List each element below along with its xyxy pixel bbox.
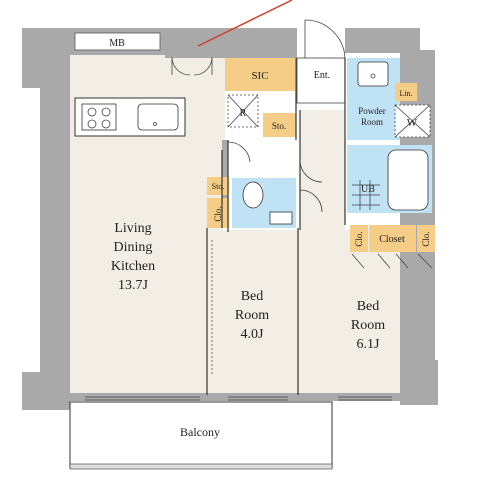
closet-doors [351, 253, 433, 269]
partition-lines [206, 58, 346, 395]
window-bed2 [338, 396, 392, 401]
window-ldk [85, 396, 200, 401]
wall-left-lower [22, 372, 70, 410]
burner-2 [101, 107, 111, 117]
linen-storage [395, 83, 417, 101]
mb-label: MB [109, 38, 125, 49]
orientation-line [197, 0, 293, 47]
closet-left-label: Clo. [354, 231, 364, 246]
mb-box [74, 32, 161, 51]
toilet-sink [269, 211, 293, 225]
balcony-area [69, 401, 333, 469]
entry-door-arc [304, 19, 346, 59]
burner-3 [87, 119, 97, 129]
bedroom-1-label-line1: Bed [241, 289, 264, 304]
storage-top [263, 113, 296, 137]
washer-cross [394, 104, 431, 138]
wall-right-lower [400, 360, 438, 405]
bath-tile-grid [352, 180, 380, 210]
storage-mid [207, 177, 229, 195]
burner-1 [87, 107, 97, 117]
basin-drain [370, 73, 376, 79]
wall-right [400, 50, 435, 395]
entrance-floor [296, 57, 346, 104]
closet-left [350, 225, 368, 252]
refrigerator-cross [227, 94, 259, 128]
storage-mid-label: Sto. [212, 182, 225, 191]
bedroom-1-label-line2: Room [235, 308, 269, 323]
ldk-label-line1: Living [114, 221, 151, 236]
entrance-door [171, 56, 213, 76]
refrigerator-label: R [240, 108, 247, 119]
window-bed1 [228, 396, 288, 401]
bedroom-2-label-line2: Room [351, 318, 385, 333]
sink-drain [153, 122, 157, 126]
closet-right [417, 225, 435, 252]
closet-center-label: Closet [379, 234, 405, 245]
toilet-bowl [242, 181, 264, 209]
powder-room-label-2: Room [361, 117, 383, 127]
closet-bed1-label: Clo. [213, 206, 223, 221]
balcony-rail [69, 463, 333, 470]
stove [81, 103, 117, 131]
ldk-label-line3: Kitchen [111, 259, 155, 274]
kitchen-sink [137, 103, 179, 131]
storage-top-label: Sto. [272, 121, 286, 131]
wall-partition [222, 140, 228, 210]
bedroom-2-floor [298, 230, 400, 395]
closet-bed1 [207, 198, 229, 228]
sic-label: SIC [251, 70, 268, 82]
linen-label: Lin. [399, 89, 412, 98]
wall-left [40, 55, 70, 400]
ldk-label-line2: Dining [114, 240, 153, 255]
bedroom-1-size: 4.0J [241, 327, 265, 342]
hall-floor [300, 110, 345, 230]
bedroom-2-size: 6.1J [357, 337, 381, 352]
powder-room-label-1: Powder [358, 106, 386, 116]
ldk-size: 13.7J [118, 278, 149, 293]
entrance-label: Ent. [314, 70, 330, 81]
bathtub [387, 149, 429, 211]
wall-top-mid [165, 28, 297, 58]
bedroom-1-floor [207, 230, 298, 395]
burner-4 [101, 119, 111, 129]
closet-right-label: Clo. [421, 231, 431, 246]
bedroom-2-label-line1: Bed [357, 299, 380, 314]
door-arcs [227, 141, 323, 213]
balcony-label: Balcony [180, 425, 220, 439]
closet-center [369, 225, 416, 252]
washer-label: W [407, 117, 418, 129]
unit-bath-label: UB [361, 184, 375, 195]
sic-room [225, 58, 295, 91]
wall-top-right [345, 28, 405, 53]
